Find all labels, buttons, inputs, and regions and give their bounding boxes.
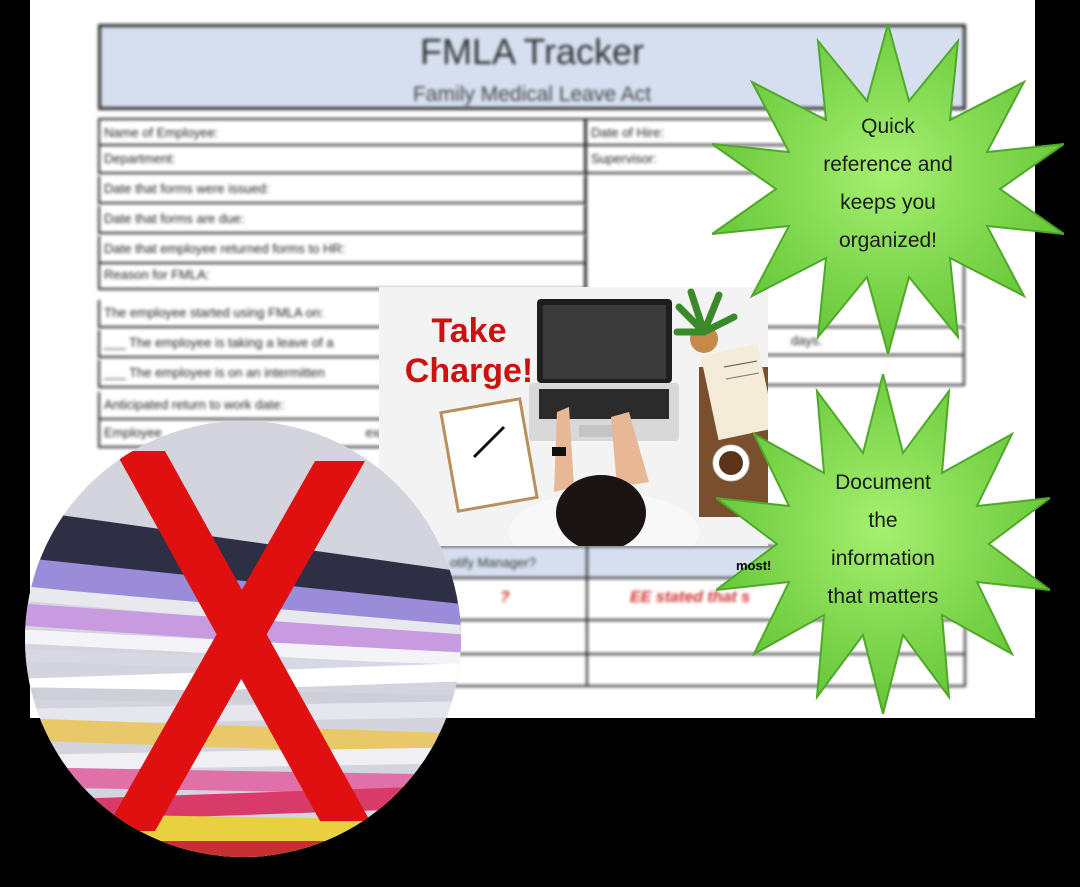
- callout-top-line-3: keeps you: [840, 191, 936, 214]
- callout-top-line-4: organized!: [838, 229, 938, 252]
- stray-word-most: most!: [736, 558, 772, 573]
- field-department: Department:: [98, 146, 586, 174]
- callout-bottom-line-2: the: [868, 509, 898, 532]
- field-forms-returned: Date that employee returned forms to HR:: [98, 236, 586, 264]
- field-forms-issued: Date that forms were issued:: [98, 176, 586, 204]
- headline-line-2: Charge!: [404, 352, 534, 390]
- sheet-title: FMLA Tracker: [419, 31, 645, 72]
- starburst-callout-top: Quick reference and keeps you organized!: [712, 24, 1064, 354]
- starburst-shape-bottom: [716, 374, 1050, 714]
- field-days-fragment: days.: [791, 333, 823, 348]
- callout-bottom-line-3: information: [831, 547, 935, 570]
- field-forms-due: Date that forms are due:: [98, 206, 586, 234]
- starburst-shape-top: [712, 24, 1064, 354]
- note-text: EE stated that s: [630, 589, 751, 606]
- callout-top-line-2: reference and: [823, 153, 953, 176]
- desk-illustration: [379, 287, 768, 546]
- paper-pile-circle: [25, 421, 461, 857]
- sheet-subtitle: Family Medical Leave Act: [412, 83, 652, 106]
- callout-bottom-line-4: that matters: [827, 585, 939, 608]
- field-employee-label: Employee: [104, 425, 162, 440]
- callout-text-top: Quick reference and keeps you organized!: [712, 108, 1064, 260]
- callout-bottom-line-1: Document: [835, 471, 931, 494]
- paper-pile-illustration: [25, 421, 461, 857]
- callout-top-line-1: Quick: [861, 115, 915, 138]
- starburst-callout-bottom: Document the information that matters: [716, 374, 1050, 714]
- take-charge-headline: Take Charge!: [389, 311, 549, 391]
- column-header-notify-manager: otify Manager?: [450, 555, 536, 570]
- field-employee-name: Name of Employee:: [98, 118, 586, 146]
- headline-line-1: Take: [431, 312, 507, 350]
- callout-text-bottom: Document the information that matters: [716, 464, 1050, 616]
- field-reason: Reason for FMLA:: [98, 262, 586, 290]
- red-x-icon: [105, 451, 370, 831]
- take-charge-photo: Take Charge!: [379, 287, 768, 546]
- note-question-mark: ?: [500, 589, 510, 606]
